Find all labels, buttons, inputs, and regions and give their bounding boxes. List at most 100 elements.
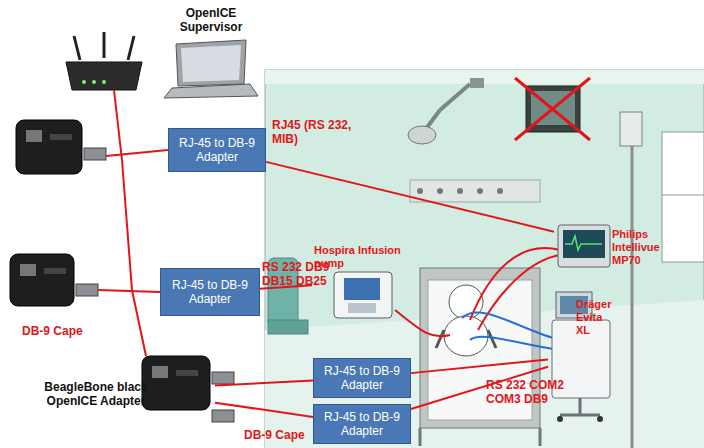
room-part: [410, 180, 540, 202]
room-part: [265, 70, 704, 84]
room-part: [457, 188, 463, 194]
patient-monitor-part: [565, 236, 602, 250]
infusion-pump-part: [344, 278, 380, 300]
network-wire-part: [114, 90, 146, 356]
node-text: RJ-45 to DB-9 Adapter: [320, 364, 404, 392]
serial-cable: [411, 359, 548, 373]
beaglebone-board-part: [152, 366, 168, 378]
bed-part: [419, 428, 422, 446]
ventilator-part: [557, 416, 563, 422]
router-part: [103, 32, 106, 58]
serial-cable: [266, 162, 554, 232]
patient-monitor-part: [563, 230, 605, 258]
node-text: RJ-45 to DB-9 Adapter: [175, 136, 259, 164]
computer-node: OpenICE Supervisor: [165, 4, 257, 98]
ventilator-part: [579, 398, 582, 415]
node-text: Philips Intellivue MP70: [612, 228, 678, 267]
infusion-pump-part: [334, 272, 392, 318]
port-note: RS 232 COM2 COM3 DB9: [486, 378, 574, 406]
adapter-box: RJ-45 to DB-9 Adapter: [168, 128, 266, 172]
adapter-box: RJ-45 to DB-9 Adapter: [160, 268, 260, 316]
room-part: [497, 188, 503, 194]
patient-monitor-part: [558, 225, 610, 267]
db9-cable-part: [212, 410, 234, 422]
network-wire-part: [98, 290, 160, 292]
patient-wires-part: [478, 255, 560, 330]
node-text: RJ-45 to DB-9 Adapter: [320, 410, 404, 438]
room-part: [477, 188, 483, 194]
board-node: BeagleBone black OpenICE Adapter: [40, 352, 215, 428]
router-part: [74, 36, 80, 60]
device-node: Philips Intellivue MP70: [554, 222, 680, 272]
patient: [436, 285, 496, 356]
router: [66, 32, 142, 90]
serial-cable: [215, 381, 313, 386]
cabinet-part: [662, 195, 704, 196]
patient-wires-part: [470, 337, 560, 350]
node-text: BeagleBone black OpenICE Adapter: [40, 380, 152, 408]
cabinet: [662, 132, 704, 262]
router-part: [102, 80, 106, 84]
bed-part: [539, 428, 542, 446]
patient-part: [488, 330, 496, 348]
room-part: [437, 188, 443, 194]
device-node: Dräger Evita XL: [548, 288, 618, 424]
adapter-box: RJ-45 to DB-9 Adapter: [313, 404, 411, 444]
beaglebone-board-part: [44, 268, 66, 274]
crossed-monitor: [515, 78, 590, 140]
overhead-lamp-part: [440, 84, 470, 110]
db9-cable-part: [212, 372, 234, 384]
beaglebone-board-part: [20, 264, 36, 276]
network-wire-part: [106, 150, 168, 156]
laptop: [164, 40, 258, 98]
router-part: [92, 80, 96, 84]
beaglebone-board-part: [142, 356, 210, 410]
crossed-monitor-part: [515, 78, 590, 140]
iv-pole: [620, 112, 642, 448]
port-note: RS 232 DB9 DB15 DB25: [262, 260, 338, 288]
patient-wires-part: [395, 310, 450, 336]
crossed-monitor-part: [515, 78, 590, 140]
node-text: RJ-45 to DB-9 Adapter: [167, 278, 253, 306]
node-text: Dräger Evita XL: [576, 298, 618, 337]
laptop-part: [181, 45, 241, 82]
port-note: RJ45 (RS 232, MIB): [272, 118, 368, 146]
beaglebone-board-part: [50, 134, 72, 140]
overhead-lamp: [408, 78, 484, 144]
router-part: [66, 62, 142, 90]
bed: [420, 268, 540, 446]
overhead-lamp-part: [470, 78, 484, 88]
node-text: OpenICE Supervisor: [165, 6, 257, 34]
laptop-part: [164, 84, 258, 98]
beaglebone-board-part: [26, 130, 42, 142]
ventilator-part: [560, 414, 600, 417]
port-note: DB-9 Cape: [22, 324, 102, 338]
port-note: DB-9 Cape: [244, 428, 324, 442]
patient-wires-part: [462, 312, 560, 340]
db9-cable-part: [84, 148, 106, 160]
infusion-pump: [334, 272, 392, 318]
router-part: [128, 36, 134, 60]
overhead-lamp-part: [408, 126, 436, 144]
chair-part: [268, 320, 308, 334]
laptop-part: [176, 40, 246, 86]
network-wire: [98, 90, 168, 356]
patient-wires: [395, 248, 560, 350]
room-part: [265, 70, 704, 448]
iv-pole-part: [631, 112, 634, 448]
beaglebone-board-part: [10, 254, 74, 306]
iv-pole-part: [620, 112, 642, 146]
db9-cable-part: [76, 284, 98, 296]
cabinet-part: [662, 132, 704, 262]
beaglebone-board-part: [176, 370, 198, 376]
patient-monitor: [558, 225, 610, 267]
infusion-pump-part: [348, 303, 376, 313]
adapter-box: RJ-45 to DB-9 Adapter: [313, 358, 411, 398]
patient-part: [436, 330, 444, 348]
serial-cable: [215, 403, 313, 417]
router-part: [82, 80, 86, 84]
room-part: [417, 188, 423, 194]
